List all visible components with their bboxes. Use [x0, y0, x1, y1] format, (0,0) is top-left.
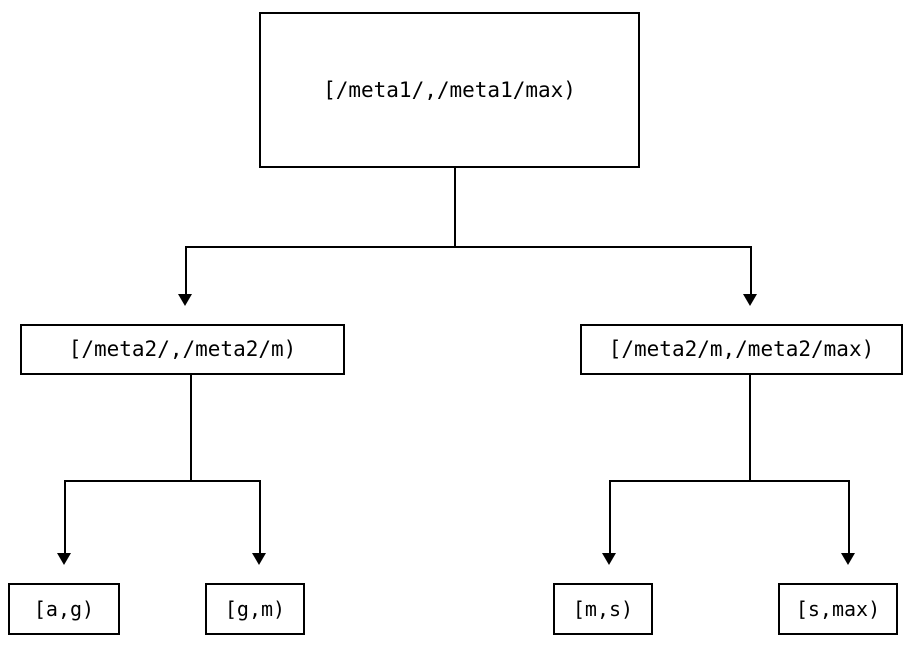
edge-mid-right-to-leaf-4 [848, 480, 850, 553]
tree-node-leaf-4[interactable]: [s,max) [778, 583, 898, 635]
tree-node-leaf-4-label: [s,max) [795, 597, 881, 621]
tree-node-leaf-3[interactable]: [m,s) [553, 583, 653, 635]
edge-mid-left-to-leaf-2 [259, 480, 261, 553]
edge-mid-left-to-leaf-1 [64, 480, 66, 553]
arrowhead-root-to-mid-left-icon [178, 294, 192, 306]
arrowhead-mid-left-to-leaf-1-icon [57, 553, 71, 565]
edge-mid-right-branch-bar [609, 480, 850, 482]
tree-node-leaf-2-label: [g,m) [224, 597, 286, 621]
edge-mid-right-trunk [749, 375, 751, 481]
tree-node-root[interactable]: [/meta1/,/meta1/max) [259, 12, 640, 168]
tree-node-leaf-1[interactable]: [a,g) [8, 583, 120, 635]
edge-root-to-mid-left [185, 246, 187, 294]
tree-node-mid-right-label: [/meta2/m,/meta2/max) [608, 337, 875, 361]
tree-node-leaf-1-label: [a,g) [33, 597, 95, 621]
tree-node-mid-left-label: [/meta2/,/meta2/m) [68, 337, 297, 361]
tree-node-leaf-2[interactable]: [g,m) [205, 583, 305, 635]
arrowhead-mid-right-to-leaf-4-icon [841, 553, 855, 565]
tree-node-mid-right[interactable]: [/meta2/m,/meta2/max) [580, 324, 903, 375]
edge-mid-left-trunk [190, 375, 192, 481]
tree-node-mid-left[interactable]: [/meta2/,/meta2/m) [20, 324, 345, 375]
edge-mid-right-to-leaf-3 [609, 480, 611, 553]
arrowhead-mid-right-to-leaf-3-icon [602, 553, 616, 565]
arrowhead-root-to-mid-right-icon [743, 294, 757, 306]
edge-root-to-mid-right [750, 246, 752, 294]
arrowhead-mid-left-to-leaf-2-icon [252, 553, 266, 565]
edge-mid-left-branch-bar [64, 480, 261, 482]
tree-node-root-label: [/meta1/,/meta1/max) [323, 77, 576, 102]
edge-root-trunk [454, 168, 456, 247]
tree-node-leaf-3-label: [m,s) [572, 597, 634, 621]
edge-root-branch-bar [185, 246, 752, 248]
